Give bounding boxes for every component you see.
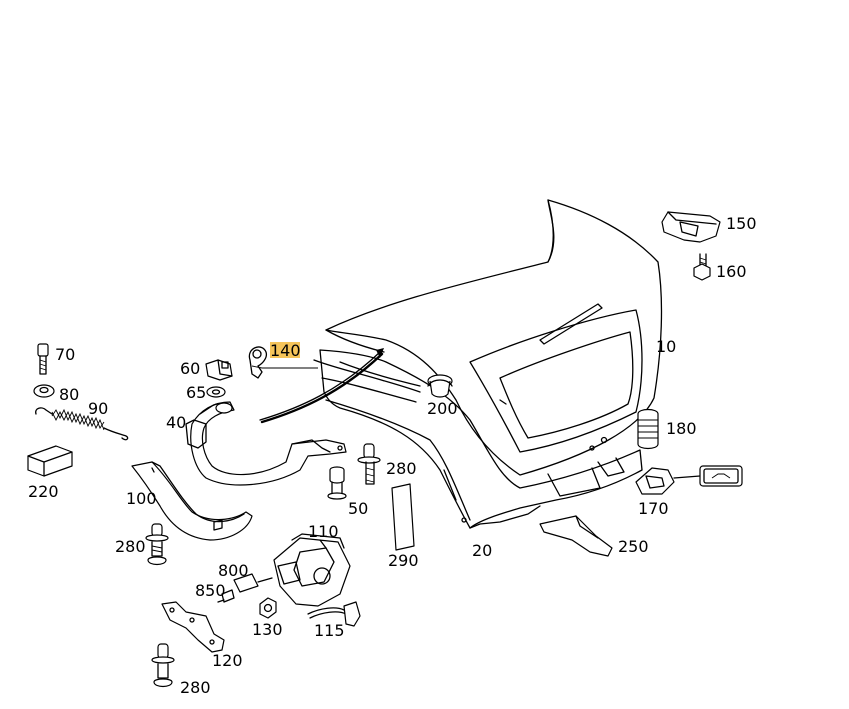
- label-50[interactable]: 50: [348, 499, 368, 518]
- label-170[interactable]: 170: [638, 499, 669, 518]
- label-180[interactable]: 180: [666, 419, 697, 438]
- label-160[interactable]: 160: [716, 262, 747, 281]
- part-200-grommet[interactable]: [427, 374, 453, 398]
- label-280b[interactable]: 280: [115, 537, 146, 556]
- part-850-pin[interactable]: [217, 589, 235, 603]
- arrow-head: [376, 348, 384, 358]
- part-290-strip[interactable]: [391, 483, 415, 551]
- part-10-trunk-lid[interactable]: [325, 199, 663, 476]
- part-170-switch[interactable]: [635, 465, 743, 495]
- part-800-actuator[interactable]: [233, 573, 273, 593]
- label-280c[interactable]: 280: [180, 678, 211, 697]
- part-130-nut[interactable]: [259, 597, 277, 619]
- label-100[interactable]: 100: [126, 489, 157, 508]
- part-100-trim[interactable]: [131, 461, 253, 541]
- part-250-plate[interactable]: [539, 515, 613, 557]
- part-20-inner-panel[interactable]: [313, 349, 643, 529]
- part-50-bolt[interactable]: [327, 466, 347, 500]
- part-150-catch[interactable]: [661, 211, 721, 243]
- label-10[interactable]: 10: [656, 337, 676, 356]
- part-65-washer[interactable]: [206, 386, 226, 398]
- part-280b-bolt[interactable]: [145, 523, 169, 566]
- highlight-140: [270, 342, 300, 358]
- label-110[interactable]: 110: [308, 522, 339, 541]
- part-90-spring[interactable]: [35, 407, 129, 441]
- label-220[interactable]: 220: [28, 482, 59, 501]
- label-250[interactable]: 250: [618, 537, 649, 556]
- label-850[interactable]: 850: [195, 581, 226, 600]
- label-20[interactable]: 20: [472, 541, 492, 560]
- label-280a[interactable]: 280: [386, 459, 417, 478]
- label-130[interactable]: 130: [252, 620, 283, 639]
- label-140[interactable]: 140: [270, 341, 301, 360]
- callout-labels: 10 20 40 50 60 65 70 80 90 100 110 115 1…: [28, 214, 757, 697]
- part-140-clip[interactable]: [248, 346, 268, 379]
- label-150[interactable]: 150: [726, 214, 757, 233]
- part-80-washer[interactable]: [33, 384, 55, 398]
- part-280a-bolt[interactable]: [357, 443, 381, 485]
- part-40-hinge[interactable]: [185, 401, 347, 486]
- part-115-switch[interactable]: [307, 601, 361, 627]
- label-120[interactable]: 120: [212, 651, 243, 670]
- arrow-140-to-lid: [259, 351, 381, 421]
- label-290[interactable]: 290: [388, 551, 419, 570]
- label-800[interactable]: 800: [218, 561, 249, 580]
- part-280c-bolt[interactable]: [151, 643, 175, 688]
- part-180-bumper[interactable]: [637, 408, 659, 450]
- label-80[interactable]: 80: [59, 385, 79, 404]
- label-65[interactable]: 65: [186, 383, 206, 402]
- part-120-bracket[interactable]: [161, 601, 225, 653]
- part-60-bumper[interactable]: [205, 359, 233, 381]
- part-160-screw[interactable]: [693, 253, 711, 281]
- label-90[interactable]: 90: [88, 399, 108, 418]
- part-110-lock[interactable]: [273, 533, 351, 607]
- label-40[interactable]: 40: [166, 413, 186, 432]
- label-70[interactable]: 70: [55, 345, 75, 364]
- label-200[interactable]: 200: [427, 399, 458, 418]
- part-220-block[interactable]: [27, 445, 73, 477]
- label-60[interactable]: 60: [180, 359, 200, 378]
- part-70-bolt[interactable]: [37, 343, 49, 375]
- label-115[interactable]: 115: [314, 621, 345, 640]
